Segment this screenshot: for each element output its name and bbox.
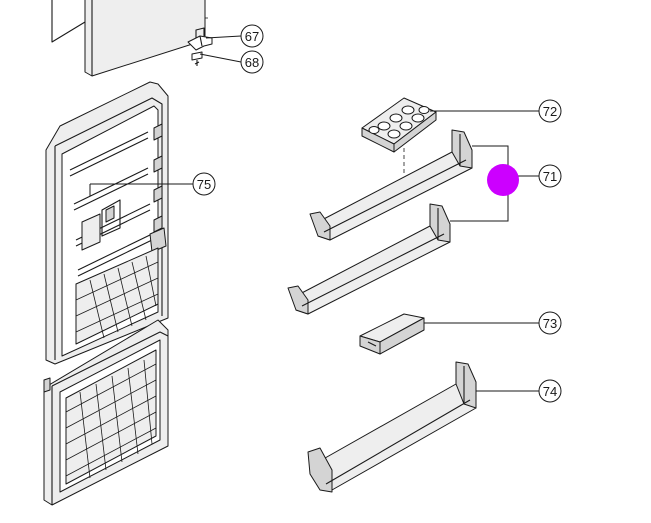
cabinet-fragment [51,0,208,77]
bottle-shelf-74 [307,361,477,493]
small-bin-73 [359,313,425,355]
lower-door [43,319,169,506]
callout-74-label: 74 [543,384,557,399]
callout-75-label: 75 [197,177,211,192]
callout-68-label: 68 [245,55,259,70]
door-shelf-lower [287,203,451,315]
callout-72: 72 [538,99,562,123]
door-shelf-upper [309,129,473,241]
hinge-screw-68 [191,51,203,66]
callout-71: 71 [538,164,562,188]
callout-72-label: 72 [543,104,557,119]
egg-tray-72 [361,97,437,153]
hinge-bracket-67 [187,27,213,51]
callout-75: 75 [192,172,216,196]
callout-67: 67 [240,24,264,48]
callout-68: 68 [240,50,264,74]
callout-74: 74 [538,379,562,403]
upper-door [45,81,169,365]
callout-73-label: 73 [543,316,557,331]
callout-67-label: 67 [245,29,259,44]
callout-73: 73 [538,311,562,335]
highlight-marker [487,164,519,196]
callout-71-label: 71 [543,169,557,184]
